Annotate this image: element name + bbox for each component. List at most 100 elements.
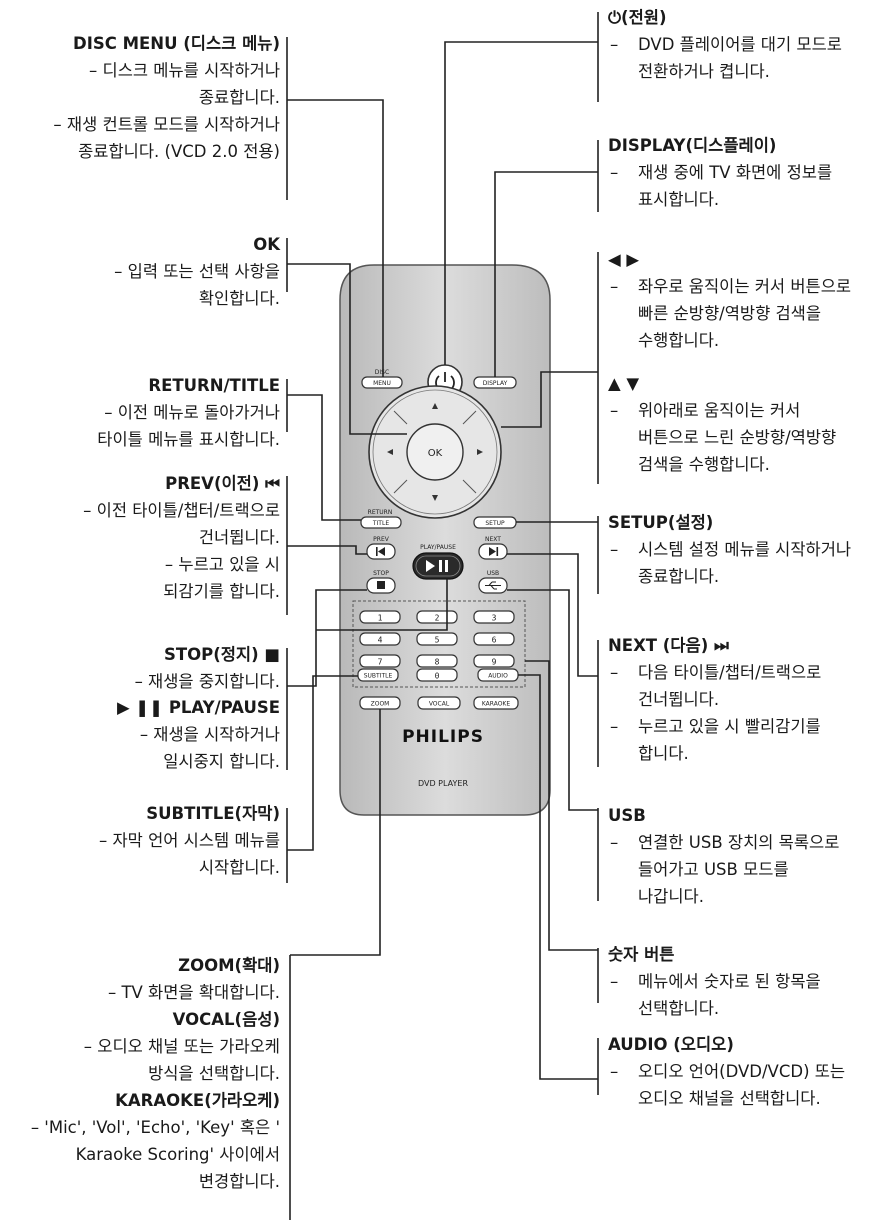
digit-button-4[interactable]: 4 xyxy=(359,632,401,646)
karaoke-line: – 'Mic', 'Vol', 'Echo', 'Key' 혹은 ' xyxy=(30,1118,280,1137)
prev-connector xyxy=(287,545,367,555)
usb-label: USB xyxy=(487,570,499,577)
ok-button[interactable]: OK xyxy=(406,423,464,481)
play-pause-title: ▶ ❚❚ PLAY/PAUSE xyxy=(117,698,280,717)
vocal-label: VOCAL xyxy=(429,701,450,708)
left-arrow-icon[interactable] xyxy=(387,449,393,455)
digit-button-9[interactable]: 9 xyxy=(473,654,515,668)
next-line: 건너뜁니다. xyxy=(638,690,720,709)
digit-button-7[interactable]: 7 xyxy=(359,654,401,668)
brand-logo: PHILIPS xyxy=(402,727,484,747)
audio-button[interactable]: AUDIO xyxy=(477,668,519,682)
right-arrow-icon[interactable] xyxy=(477,449,483,455)
digit-label: 7 xyxy=(378,658,383,667)
zoom-connector xyxy=(290,709,381,956)
power-line: DVD 플레이어를 대기 모드로 xyxy=(638,35,842,54)
ok-desc: OK – 입력 또는 선택 사항을 확인합니다. xyxy=(0,231,280,312)
subtitle-desc: SUBTITLE(자막) – 자막 언어 시스템 메뉴를 시작합니다. xyxy=(0,800,280,881)
prev-button[interactable]: PREV xyxy=(366,536,396,560)
setup-title: SETUP(설정) xyxy=(608,513,714,532)
next-button[interactable]: NEXT xyxy=(478,536,508,560)
disc-menu-connector xyxy=(287,99,384,377)
vocal-desc: VOCAL(음성) – 오디오 채널 또는 가라오케 방식을 선택합니다. xyxy=(0,1006,280,1087)
digit-button-3[interactable]: 3 xyxy=(473,610,515,624)
stop-connector xyxy=(287,589,367,687)
usb-line: 연결한 USB 장치의 목록으로 xyxy=(638,833,840,852)
play-pause-button[interactable]: PLAY/PAUSE xyxy=(412,544,464,580)
power-line: 전환하거나 켭니다. xyxy=(638,62,770,81)
digit-button-8[interactable]: 8 xyxy=(416,654,458,668)
cursor-connector xyxy=(501,371,598,428)
display-label: DISPLAY xyxy=(483,380,508,387)
next-label: NEXT xyxy=(485,536,501,543)
numbers-line: 선택합니다. xyxy=(638,999,720,1018)
lr-title: ◀ ▶ xyxy=(608,250,640,269)
return-top-label: RETURN xyxy=(368,509,393,516)
digit-button-1[interactable]: 1 xyxy=(359,610,401,624)
zoom-title: ZOOM(확대) xyxy=(178,956,280,975)
audio-label: AUDIO xyxy=(488,673,508,680)
vocal-title: VOCAL(음성) xyxy=(172,1010,280,1029)
karaoke-line: Karaoke Scoring' 사이에서 xyxy=(75,1145,280,1164)
digit-label: 4 xyxy=(378,636,383,645)
display-connector xyxy=(494,171,598,377)
return-title-button[interactable]: RETURN TITLE xyxy=(360,509,402,529)
audio-connector xyxy=(518,674,598,1080)
display-button[interactable]: DISPLAY xyxy=(473,376,517,389)
lr-line: 수행합니다. xyxy=(638,331,720,350)
stop-button[interactable]: STOP xyxy=(366,570,396,594)
usb-line: 나갑니다. xyxy=(638,887,704,906)
audio-line: 오디오 언어(DVD/VCD) 또는 xyxy=(638,1062,846,1081)
disc-menu-button[interactable]: DISC MENU xyxy=(361,369,403,389)
digit-button-5[interactable]: 5 xyxy=(416,632,458,646)
play-pause-line: – 재생을 시작하거나 xyxy=(139,725,280,744)
digit-button-0[interactable]: 0 xyxy=(416,668,458,682)
subtitle-connector xyxy=(287,675,358,851)
return-title-connector xyxy=(287,394,361,521)
ud-title: ▲ ▼ xyxy=(608,374,640,393)
karaoke-button[interactable]: KARAOKE xyxy=(473,696,519,710)
stop-desc: STOP(정지) ■ – 재생을 중지합니다. xyxy=(0,641,280,695)
numbers-title: 숫자 버튼 xyxy=(608,945,675,964)
prev-label: PREV xyxy=(373,536,390,543)
prev-desc: PREV(이전) ⏮ – 이전 타이틀/챕터/트랙으로 건너뜁니다. – 누르고… xyxy=(0,470,280,605)
vocal-button[interactable]: VOCAL xyxy=(417,696,461,710)
play-pause-line: 일시중지 합니다. xyxy=(163,752,280,771)
next-line: 합니다. xyxy=(638,744,689,763)
up-arrow-icon[interactable] xyxy=(432,403,438,409)
zoom-button[interactable]: ZOOM xyxy=(359,696,401,710)
digit-label: 0 xyxy=(435,672,440,681)
prev-icon xyxy=(378,547,385,556)
setup-button[interactable]: SETUP xyxy=(473,516,517,529)
disc-menu-line: – 디스크 메뉴를 시작하거나 xyxy=(89,61,280,80)
return-title-desc: RETURN/TITLE – 이전 메뉴로 돌아가거나 타이틀 메뉴를 표시합니… xyxy=(0,372,280,453)
prev-line: – 누르고 있을 시 xyxy=(164,555,280,574)
subtitle-line: – 자막 언어 시스템 메뉴를 xyxy=(98,831,280,850)
play-pause-desc: ▶ ❚❚ PLAY/PAUSE – 재생을 시작하거나 일시중지 합니다. xyxy=(0,694,280,775)
digit-label: 6 xyxy=(492,636,497,645)
display-title: DISPLAY(디스플레이) xyxy=(608,136,777,155)
subtitle-button[interactable]: SUBTITLE xyxy=(357,668,399,682)
setup-label: SETUP xyxy=(485,520,505,527)
power-title: ⏻(전원) xyxy=(608,8,667,27)
next-connector xyxy=(507,553,598,677)
usb-title: USB xyxy=(608,806,646,825)
down-arrow-icon[interactable] xyxy=(432,495,438,501)
power-connector xyxy=(444,41,598,365)
digit-label: 8 xyxy=(435,658,440,667)
karaoke-title: KARAOKE(가라오케) xyxy=(115,1091,280,1110)
prev-title: PREV(이전) ⏮ xyxy=(165,474,280,493)
usb-button[interactable]: USB xyxy=(478,570,508,594)
ud-line: 검색을 수행합니다. xyxy=(638,455,770,474)
vocal-line: 방식을 선택합니다. xyxy=(148,1064,280,1083)
digit-button-2[interactable]: 2 xyxy=(416,610,458,624)
digit-button-6[interactable]: 6 xyxy=(473,632,515,646)
ud-line: 버튼으로 느린 순방향/역방향 xyxy=(638,428,837,447)
number-pad-frame xyxy=(352,600,526,688)
return-title-label: TITLE xyxy=(372,520,389,527)
